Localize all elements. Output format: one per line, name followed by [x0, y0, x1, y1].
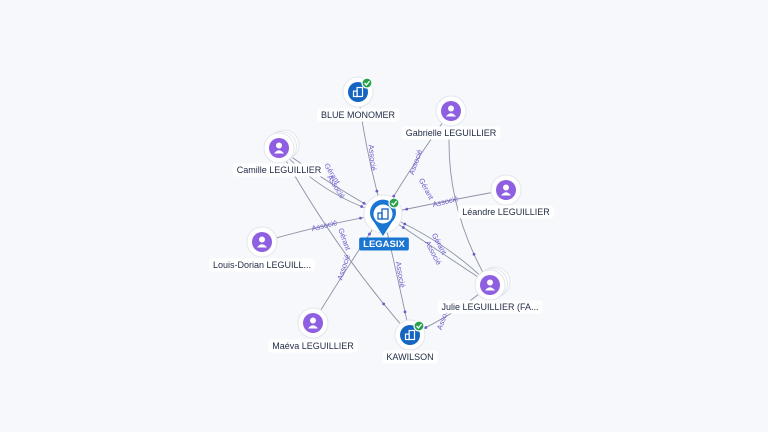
- building-icon: [404, 329, 416, 341]
- node-label: BLUE MONOMER: [321, 110, 396, 120]
- node-label-box: [382, 350, 438, 364]
- edge-label: Gérant: [417, 177, 436, 202]
- edge-arrow-marker: [472, 252, 476, 256]
- edge-arrow-marker: [405, 207, 409, 211]
- edge-arrow-marker: [359, 216, 362, 220]
- edge-label: Associé: [394, 261, 407, 288]
- edge-label: Associé: [311, 218, 339, 233]
- verified-check-icon: [388, 197, 400, 209]
- edge-arrow-marker: [368, 232, 371, 236]
- node-label: KAWILSON: [386, 352, 433, 362]
- person-icon: [446, 105, 456, 117]
- node-maeva[interactable]: Maéva LEGUILLIER: [268, 307, 358, 353]
- node-blue[interactable]: BLUE MONOMER: [316, 76, 400, 122]
- node-camille[interactable]: Camille LEGUILLIER: [232, 129, 326, 177]
- node-kawilson[interactable]: KAWILSON: [382, 319, 438, 364]
- person-icon: [308, 317, 318, 329]
- node-louis[interactable]: Louis-Dorian LEGUILL...: [208, 226, 316, 272]
- edge-arrow-marker: [360, 205, 364, 208]
- nodes-layer: BLUE MONOMER Gabrielle LEGUILLIER Camille …: [208, 76, 554, 364]
- node-label-box: [208, 258, 316, 272]
- node-label: LEGASIX: [363, 239, 405, 250]
- node-label-box: [359, 237, 409, 251]
- edge-arrow-marker: [362, 201, 366, 205]
- building-icon: [377, 208, 389, 220]
- edge-arrow-marker: [403, 222, 407, 226]
- node-label-box: [401, 126, 501, 140]
- edge-arrow-marker: [403, 310, 407, 314]
- node-label-box: [316, 108, 400, 122]
- edge-label: Gérant: [336, 227, 353, 252]
- edge-label: Associé: [335, 253, 352, 281]
- node-label: Léandre LEGUILLIER: [462, 207, 550, 217]
- node-label: Louis-Dorian LEGUILL...: [213, 260, 311, 270]
- node-label: Gabrielle LEGUILLIER: [406, 128, 497, 138]
- node-julie[interactable]: Julie LEGUILLIER (FA...: [437, 266, 543, 314]
- verified-check-icon: [413, 320, 425, 332]
- node-label-box: [232, 163, 326, 177]
- node-label-box: [458, 205, 554, 219]
- edge-arrow-marker: [401, 226, 405, 229]
- edge-label: Associé: [407, 148, 424, 176]
- person-icon: [257, 236, 267, 248]
- node-label: Maéva LEGUILLIER: [272, 341, 354, 351]
- edge-arrow-marker: [392, 194, 396, 198]
- edge-arrow-marker: [375, 189, 379, 193]
- node-label-box: [268, 339, 358, 353]
- edge-label: Associé: [367, 144, 379, 171]
- node-gabrielle[interactable]: Gabrielle LEGUILLIER: [401, 95, 501, 140]
- edge-arrow-marker: [424, 326, 428, 329]
- edge-arrow-marker: [382, 302, 386, 306]
- person-icon: [501, 184, 511, 196]
- node-center[interactable]: LEGASIX: [359, 194, 409, 251]
- node-label: Julie LEGUILLIER (FA...: [441, 302, 538, 312]
- person-icon: [485, 279, 495, 291]
- person-icon: [274, 142, 284, 154]
- node-label-box: [437, 300, 543, 314]
- verified-check-icon: [361, 77, 373, 89]
- building-icon: [352, 86, 364, 98]
- node-leandre[interactable]: Léandre LEGUILLIER: [458, 174, 554, 219]
- node-label: Camille LEGUILLIER: [237, 165, 322, 175]
- edge-label: Associé: [325, 173, 347, 200]
